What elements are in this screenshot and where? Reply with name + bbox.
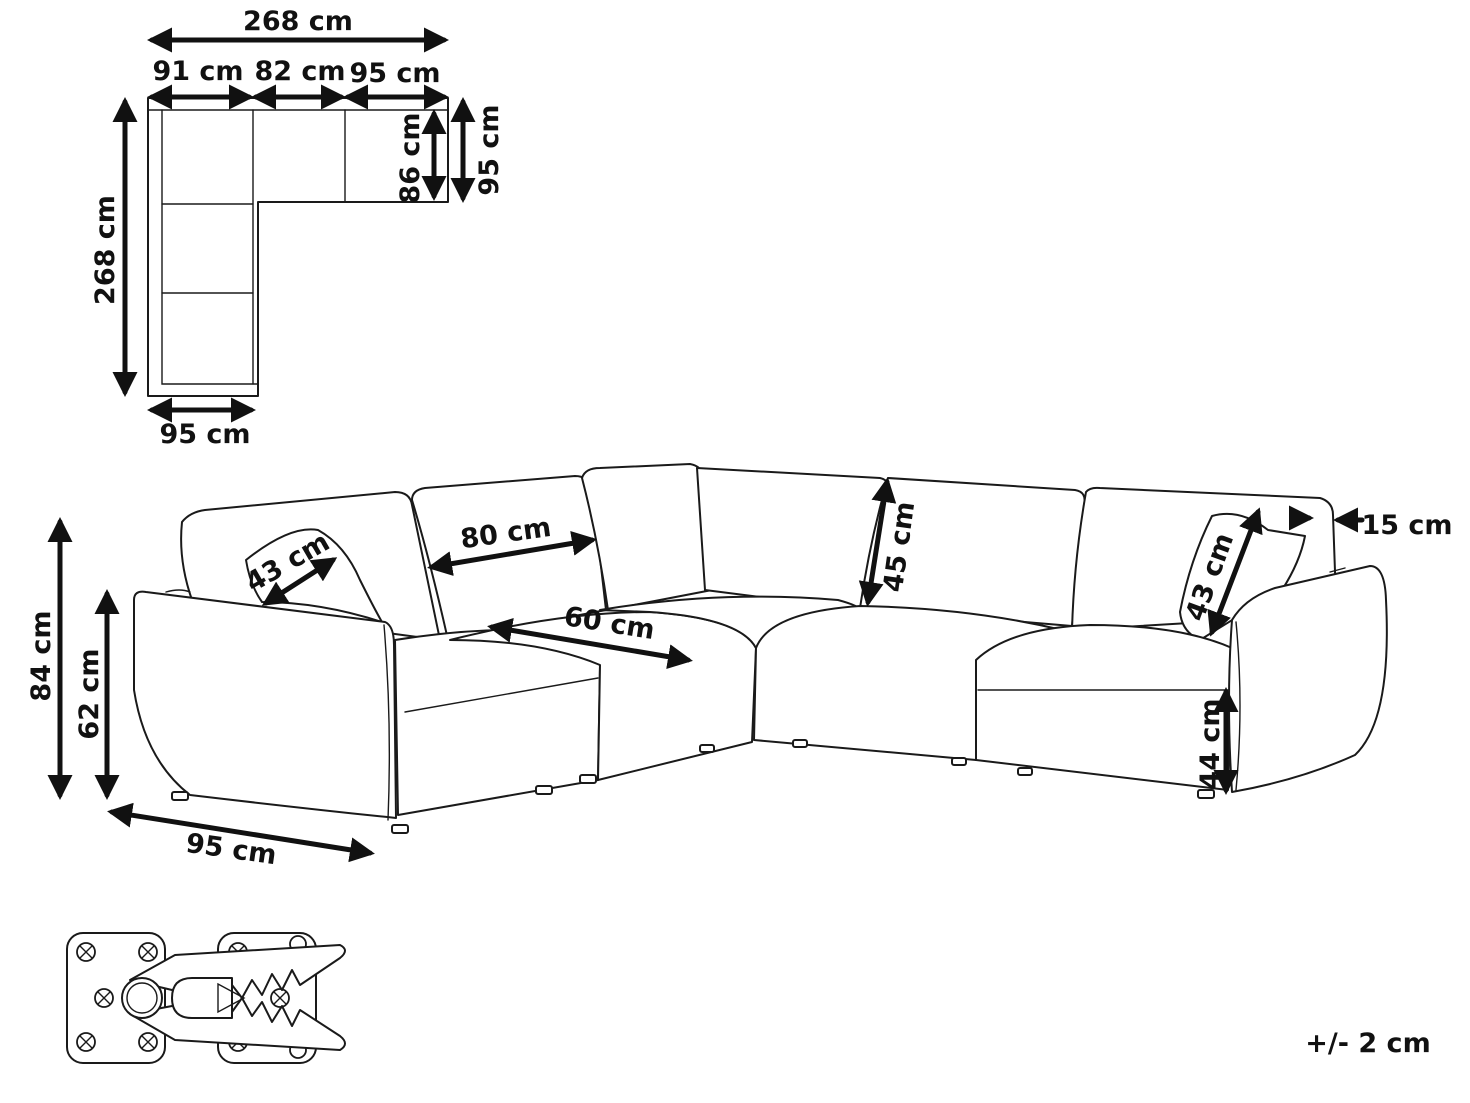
pillow-left-arrow — [261, 557, 338, 606]
armrest-width-label: 15 cm — [1361, 510, 1452, 541]
plan-seat-depth-label: 86 cm — [395, 112, 426, 203]
connector-plate-left — [66, 932, 166, 1064]
pillow-right-arrow — [1207, 507, 1263, 637]
plan-total-width-label: 268 cm — [243, 6, 353, 37]
tolerance-label: +/- 2 cm — [1305, 1028, 1430, 1059]
backrest-height-arrow — [858, 477, 897, 607]
seat-cushion-corner — [599, 595, 861, 649]
armrest-height-label: 62 cm — [74, 648, 105, 739]
armrest-right — [1228, 565, 1388, 793]
plan-left-section-label: 91 cm — [152, 56, 243, 87]
seat-cushion-5 — [975, 624, 1233, 791]
seat-height-label: 44 cm — [1195, 698, 1226, 789]
total-height-label: 84 cm — [26, 610, 57, 701]
plan-total-length-label: 268 cm — [90, 195, 121, 305]
plan-chaise-width-label: 95 cm — [159, 419, 250, 450]
seat-cushion-1 — [394, 628, 601, 816]
plan-total-depth-label: 95 cm — [474, 104, 505, 195]
sofa-perspective: 43 cm 80 cm 60 cm 45 cm 15 cm 43 cm 84 c… — [26, 463, 1453, 871]
connector-clip-detail — [66, 932, 346, 1064]
clip-slot — [171, 977, 233, 1019]
armrest-left — [133, 590, 397, 819]
seat-depth-arrow — [487, 617, 693, 670]
plan-middle-section-label: 82 cm — [254, 56, 345, 87]
clip-pivot — [121, 977, 163, 1019]
sofa-feet — [171, 739, 1215, 834]
back-cushion-corner — [696, 467, 891, 611]
depth-arrow — [107, 802, 375, 863]
backrest-width-arrow — [427, 531, 597, 576]
plan-view: 268 cm 91 cm 82 cm 95 cm 86 cm 95 cm 268… — [90, 6, 505, 450]
plan-right-section-label: 95 cm — [349, 58, 440, 89]
